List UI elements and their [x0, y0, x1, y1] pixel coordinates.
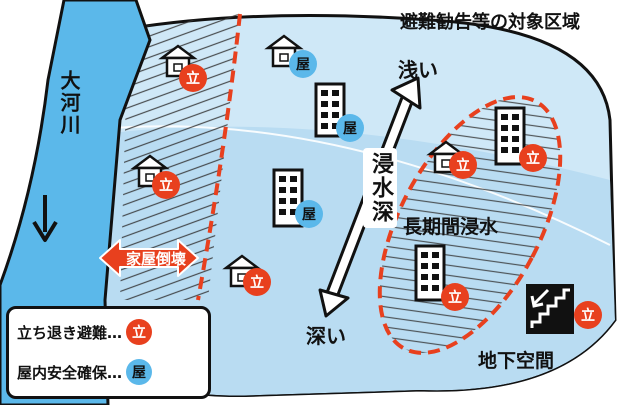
evacuate-badge-label: 立 [250, 275, 264, 291]
long-term-flood-label: 長期間浸水 [403, 216, 499, 238]
evacuate-badge-label: 立 [526, 151, 540, 167]
evacuate-badge-label: 立 [581, 308, 595, 324]
building-icon [494, 106, 526, 166]
evacuate-badge-label: 立 [448, 290, 462, 306]
legend: 立ち退き避難… 立 屋内安全確保… 屋 [6, 306, 211, 399]
legend-evacuate-badge: 立 [126, 319, 153, 345]
indoor-badge [289, 50, 317, 78]
evacuate-badge [179, 64, 207, 92]
legend-evacuate-row: 立ち退き避難… 立 [17, 319, 153, 345]
evacuate-badge-label: 立 [456, 158, 470, 174]
building-icon [414, 244, 446, 302]
indoor-badge-label: 屋 [302, 207, 316, 223]
evacuate-badge [574, 301, 602, 329]
legend-indoor-row: 屋内安全確保… 屋 [17, 359, 153, 385]
legend-evacuate-label: 立ち退き避難… [17, 323, 123, 342]
underground-label: 地下空間 [478, 350, 555, 372]
evacuate-badge-label: 立 [159, 178, 173, 194]
evacuate-badge [152, 171, 180, 199]
river-flow-arrow-icon [32, 195, 58, 242]
evacuate-badge [519, 144, 547, 172]
indoor-badge [295, 200, 323, 228]
evacuate-badge-label: 立 [186, 71, 200, 87]
collapse-zone-boundary [196, 13, 242, 301]
legend-indoor-label: 屋内安全確保… [17, 363, 123, 382]
house-collapse-label: 家屋倒壊 [126, 250, 187, 268]
underground-stairs-icon [526, 284, 574, 334]
indoor-badge-label: 屋 [343, 121, 357, 137]
flood-depth-label: 浸水深 [363, 148, 397, 228]
evacuate-badge [449, 151, 477, 179]
deep-label: 深い [306, 324, 346, 348]
evacuate-badge [441, 283, 469, 311]
shallow-label: 浅い [398, 58, 438, 82]
evacuate-badge [243, 268, 271, 296]
indoor-badge-label: 屋 [296, 57, 310, 73]
diagram-title: 避難勧告等の対象区域 [400, 12, 580, 33]
indoor-badge [336, 114, 364, 142]
house-collapse-arrow-icon [99, 239, 199, 277]
river-label: 大河川 [57, 70, 81, 136]
legend-indoor-badge: 屋 [126, 359, 153, 385]
